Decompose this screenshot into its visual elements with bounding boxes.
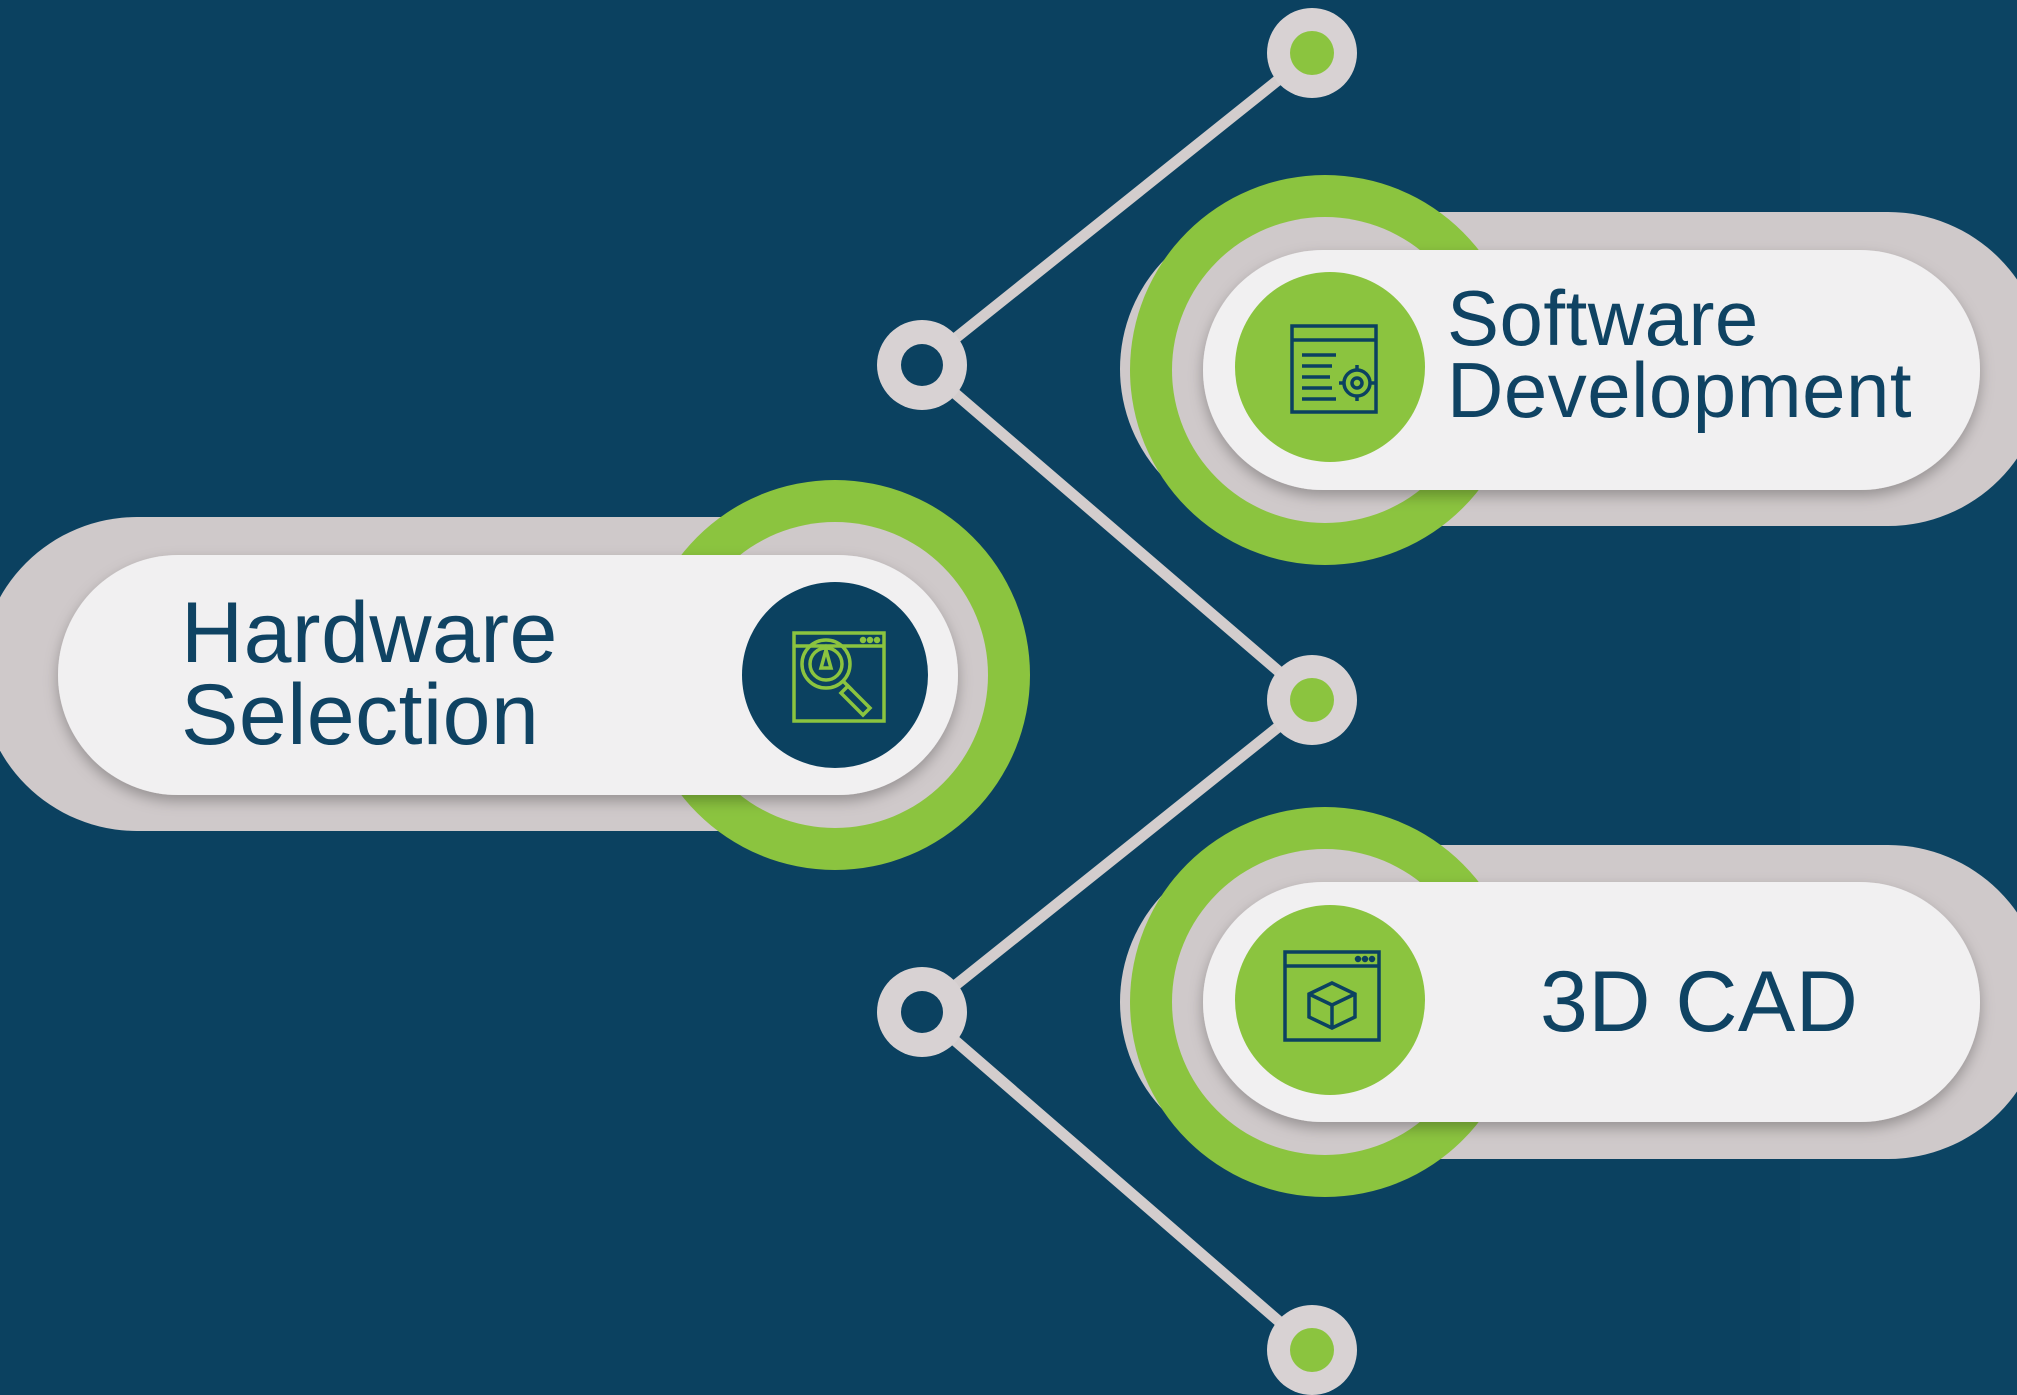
software-development-label: Software Development: [1447, 274, 1913, 434]
junction-ring-upper: [877, 320, 967, 410]
label-line-2: Selection: [181, 667, 540, 763]
gauge-magnifier-icon: [792, 631, 886, 723]
label-line-1: Software: [1447, 274, 1759, 362]
connector-lines: [916, 47, 1318, 1356]
icon-badge: [1235, 905, 1425, 1095]
label-line-1: 3D CAD: [1540, 954, 1859, 1050]
node-hardware-selection: [0, 480, 1030, 870]
icon-badge: [742, 582, 928, 768]
connector-dot-middle: [1267, 655, 1357, 745]
browser-cube-icon: [1283, 950, 1381, 1042]
3d-cad-label: 3D CAD: [1540, 952, 1858, 1052]
node-3d-cad: [1120, 807, 2017, 1197]
label-line-2: Development: [1447, 346, 1913, 434]
label-line-1: Hardware: [181, 585, 558, 681]
connector-dot-bottom: [1267, 1305, 1357, 1395]
node-software-development: [1120, 175, 2017, 565]
junction-ring-lower: [877, 967, 967, 1057]
document-gear-icon: [1290, 324, 1378, 414]
connector-dot-top: [1267, 8, 1357, 98]
white-pill: [58, 555, 958, 795]
background-texture: [1800, 0, 2017, 1395]
hardware-selection-label: Hardware Selection: [181, 585, 558, 763]
